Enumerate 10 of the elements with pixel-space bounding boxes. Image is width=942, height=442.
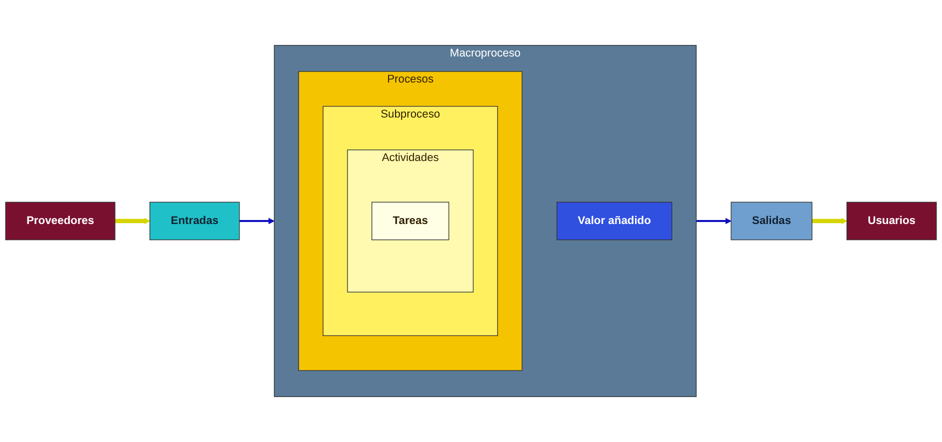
node-box: Valor añadido — [556, 202, 672, 240]
arrow — [239, 218, 275, 224]
arrow — [696, 218, 732, 224]
arrow — [812, 218, 848, 224]
arrow — [114, 218, 150, 224]
node-box: Entradas — [150, 202, 240, 240]
node-box: Salidas — [730, 202, 812, 240]
node-box: Tareas — [372, 202, 450, 240]
node-box: Usuarios — [846, 202, 937, 240]
node-box: Proveedores — [5, 202, 116, 240]
